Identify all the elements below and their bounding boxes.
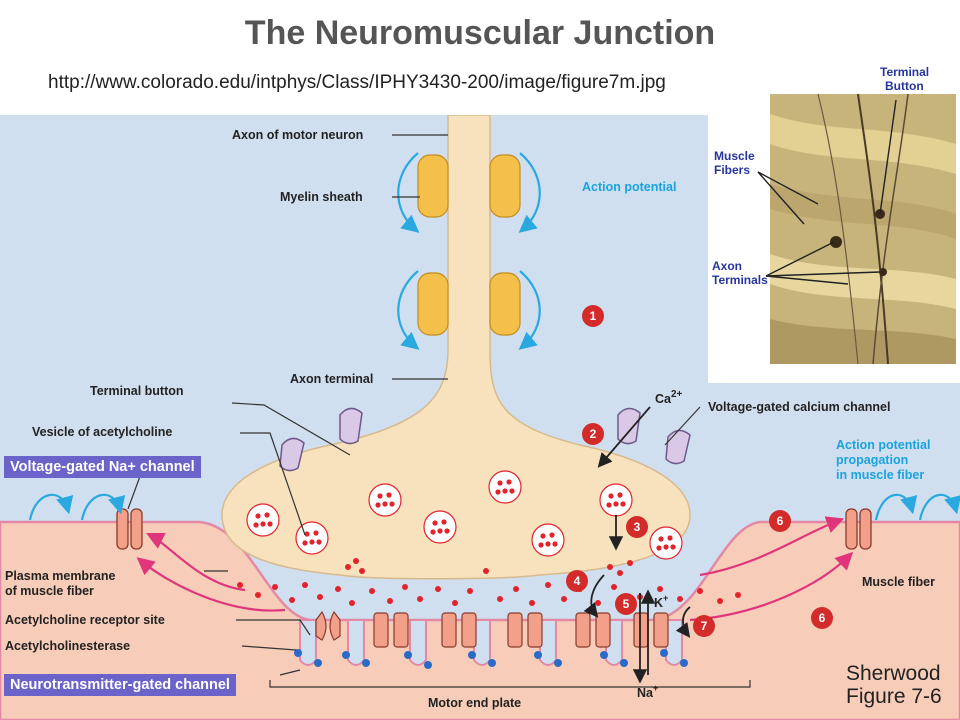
label-terminal-button: Terminal button	[90, 384, 184, 398]
step-1: 1	[590, 309, 597, 323]
label-motor-end-plate: Motor end plate	[428, 696, 521, 710]
acetylcholinesterase-dots	[294, 649, 688, 669]
step-4: 4	[574, 574, 581, 588]
motor-neuron	[221, 115, 691, 580]
label-axon-of-motor-neuron: Axon of motor neuron	[232, 128, 363, 142]
micrograph-image	[770, 93, 956, 365]
local-current-arrows	[136, 516, 854, 622]
label-axon-terminal: Axon terminal	[290, 372, 373, 386]
label-voltage-gated-calcium-channel: Voltage-gated calcium channel	[708, 400, 890, 414]
label-myelin-sheath: Myelin sheath	[280, 190, 363, 204]
myelin-sheath	[417, 154, 521, 336]
label-ap-propagation-3: in muscle fiber	[836, 468, 924, 482]
step-5: 5	[623, 597, 630, 611]
action-potential-arrows	[397, 152, 541, 350]
photo-label-axon: Axon	[712, 259, 742, 273]
label-na-ion: Na+	[637, 683, 658, 700]
step-2: 2	[590, 427, 597, 441]
propagation-arcs	[28, 493, 960, 521]
label-acetylcholinesterase: Acetylcholinesterase	[5, 639, 130, 653]
ach-vesicles	[246, 470, 683, 560]
callout-voltage-gated-na-channel: Voltage-gated Na+ channel	[4, 456, 201, 478]
source-url: http://www.colorado.edu/intphys/Class/IP…	[48, 72, 666, 93]
label-ap-propagation-1: Action potential	[836, 438, 930, 452]
photo-label-terminal: Terminal	[880, 65, 929, 79]
step-6a: 6	[777, 514, 784, 528]
photo-label-fibers: Fibers	[714, 163, 750, 177]
photo-label-muscle: Muscle	[714, 149, 755, 163]
vesicle-ach-dots	[253, 479, 676, 551]
label-action-potential: Action potential	[582, 180, 676, 194]
micrograph-inset: Terminal Button Muscle Fibers Axon Termi…	[708, 64, 958, 382]
step-badges: 1 2 3 4 5 6 7 6	[566, 305, 833, 637]
ach-receptor-channels	[315, 610, 669, 648]
slide-title: The Neuromuscular Junction	[244, 14, 716, 52]
label-ap-propagation-2: propagation	[836, 453, 908, 467]
process-arrows	[583, 406, 691, 684]
neuromuscular-junction-diagram: Axon of motor neuron Myelin sheath Actio…	[0, 115, 960, 720]
step-3: 3	[634, 520, 641, 534]
step-7: 7	[701, 619, 708, 633]
label-plasma-membrane-2: of muscle fiber	[5, 584, 94, 598]
calcium-channels	[279, 407, 691, 472]
label-muscle-fiber: Muscle fiber	[862, 575, 935, 589]
credit-author: Sherwood	[846, 662, 941, 685]
label-ca-ion: Ca2+	[655, 389, 683, 406]
label-vesicle-of-ach: Vesicle of acetylcholine	[32, 425, 172, 439]
callout-neurotransmitter-gated-channel: Neurotransmitter-gated channel	[4, 674, 236, 696]
photo-label-button: Button	[885, 79, 924, 93]
figure-credit: Sherwood Figure 7-6	[846, 662, 942, 708]
label-plasma-membrane-1: Plasma membrane	[5, 569, 116, 583]
sodium-channels	[116, 508, 872, 550]
leader-lines	[127, 134, 751, 688]
label-ach-receptor-site: Acetylcholine receptor site	[5, 613, 165, 627]
photo-label-terminals: Terminals	[712, 273, 768, 287]
credit-figure: Figure 7-6	[846, 685, 942, 708]
label-k-ion: K+	[654, 593, 668, 610]
step-6b: 6	[819, 611, 826, 625]
